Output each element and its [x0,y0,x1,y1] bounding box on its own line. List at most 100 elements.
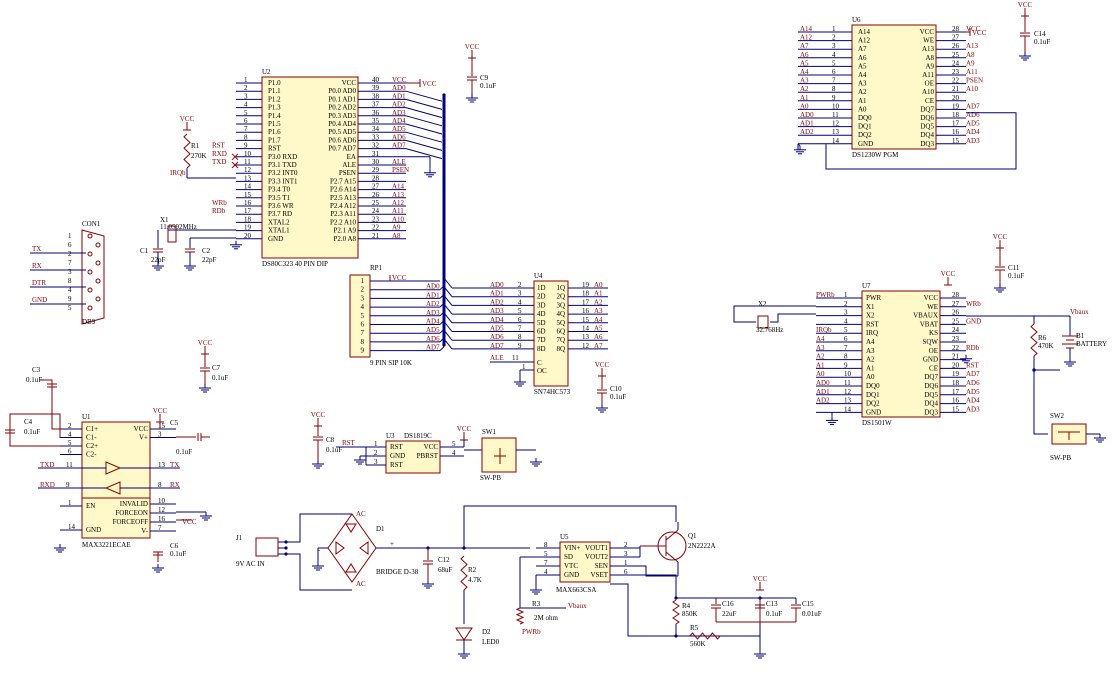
u2-pin-num: 39 [372,84,380,92]
u2-net: AD6 [392,133,406,141]
j1-val: 9V AC IN [236,560,265,568]
b1-val: BATTERY [1076,340,1107,348]
r5-ref: R5 [690,624,699,632]
u7-net: AD1 [816,388,830,396]
vcc-label: VCC [972,29,987,37]
vcc-label: VCC [465,43,480,51]
x2-wire [733,305,816,323]
bus-entry [405,131,443,143]
u6-pin-name: DQ7 [920,105,934,113]
bridge-diode [335,541,345,555]
db9-pin [87,251,93,257]
u5-pin-name: VOUT1 [585,544,608,552]
u4-out-net: A0 [594,281,603,289]
u7-pin-name: KS [929,329,938,337]
u7-net: AD7 [966,370,980,378]
u2-ref: U2 [262,68,271,76]
c1-val: 22pF [151,256,166,264]
u4-pin-name: 6D [537,328,546,336]
c8-ref: C8 [326,436,335,444]
u2-left-net: RXD [212,150,227,158]
u7-pin-name: OE [929,347,938,355]
d1-ref: D1 [376,525,385,533]
u1-pin-num: 5 [68,439,72,447]
u2-pin-num: 30 [372,158,380,166]
rp1-pin-num: 2 [361,286,365,294]
u7-ref: U7 [862,282,871,290]
u2-body [261,76,359,259]
u2-pin-name: P0.7 AD7 [328,145,356,153]
u1-pin-num: 1 [68,499,72,507]
u7-pin-name: A3 [866,347,875,355]
u4-pin-name: 6Q [556,328,565,336]
junction-dot [442,343,446,347]
u7-pin-name: VBAT [920,320,939,328]
c11-ref: C11 [1008,264,1020,272]
u2-pin-name: P1.4 [268,112,281,120]
u6-net: AD2 [800,128,814,136]
rp1-net: AD6 [426,335,440,343]
u4-pin-name: 5D [537,319,546,327]
u2-pin-num: 34 [372,125,380,133]
u1-ref: U1 [82,413,91,421]
u2-pin-name: P0.6 AD6 [328,136,356,144]
bus-entry [439,337,445,343]
ac-label: AC [356,580,366,588]
u2-pin-name: P0.4 AD4 [328,120,356,128]
r4-val: 850K [682,610,698,618]
u6-pin-name: DQ5 [920,123,934,131]
x2-ref: X2 [758,300,767,308]
db9-pin [95,278,101,284]
u7-pin-num: 14 [844,405,852,413]
u2-pin-name: P2.6 A14 [330,186,357,194]
c16-val: 22uF [722,610,737,618]
bridge-diode [345,523,357,533]
u3-pin-name: VCC [424,443,439,451]
u4-pin-name: 3D [537,301,546,309]
u4-c-net: ALE [490,354,504,362]
u2-pin-name: XTAL1 [268,227,290,235]
u5-pin-num: 5 [544,550,548,558]
bus-entry [405,123,443,135]
bus-entry [405,98,443,110]
u2-net: A13 [392,191,405,199]
rp1-pin-num: 9 [361,347,365,355]
no-connect [231,161,239,169]
vcc-label: VCC [153,407,168,415]
u6-net: A7 [800,42,809,50]
u1-pin-name: V- [141,527,148,535]
r4-resistor [672,599,680,625]
vcc-label: VCC [198,339,213,347]
u2-pin-num: 15 [244,191,252,199]
u6-pin-num: 21 [952,85,960,93]
u3-pin-num: 2 [374,449,378,457]
u2-pin-num: 40 [372,76,380,84]
u2-pin-name: P2.2 A10 [330,218,357,226]
u6-net: AD1 [800,120,814,128]
u7-net: A1 [816,361,825,369]
pwrb-label: PWRb [522,628,541,636]
db9-net: TX [32,245,41,253]
u2-pin-name: P1.6 [268,128,281,136]
u2-pin-num: 5 [244,109,248,117]
q1-val: 2N2222A [688,542,716,550]
vbaux-label: Vbaux [1070,308,1089,316]
db9-pin [87,305,93,311]
u5-pin-num: 2 [624,541,628,549]
u6-pin-name: WE [923,37,934,45]
u2-pin-name: P3.5 T1 [268,194,291,202]
vcc-label: VCC [595,361,610,369]
u7-pin-num: 6 [844,335,848,343]
vcc-label: VCC [1018,1,1033,9]
bus-entry [405,90,443,102]
u1-pin-name: C2- [86,451,97,459]
u1-pin-name: C2+ [86,442,98,450]
u6-pin-num: 2 [832,34,836,42]
u2-pin-num: 35 [372,117,380,125]
u4-pin-num: 8 [518,333,522,341]
u1-pin-num: 4 [68,431,72,439]
d1-bridge [327,513,377,583]
u7-pin-name: X1 [866,303,875,311]
u7-net: A0 [816,370,825,378]
rp1-pin-num: 8 [361,338,365,346]
